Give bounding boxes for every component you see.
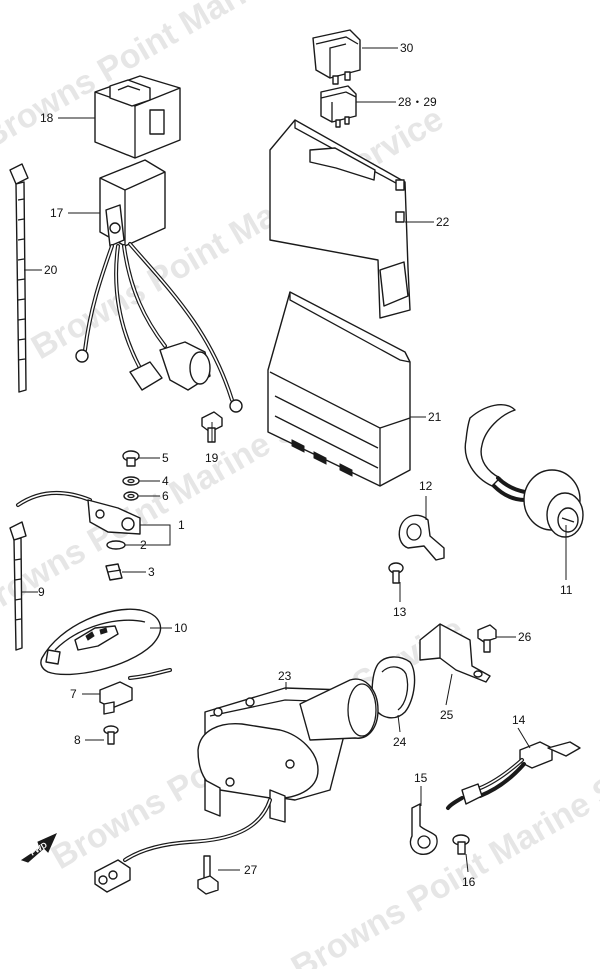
callout-11: 11 <box>560 583 573 597</box>
part-12-clamp <box>398 514 445 561</box>
callout-7: 7 <box>70 687 77 701</box>
callout-23: 23 <box>278 669 292 683</box>
callout-labels: 30 28・29 18 17 20 22 21 19 5 4 6 1 2 3 9… <box>38 41 573 889</box>
callout-17: 17 <box>50 206 64 220</box>
part-13-bolt <box>388 562 404 584</box>
callout-19: 19 <box>205 451 219 465</box>
callout-8: 8 <box>74 733 81 747</box>
part-11-switch <box>464 404 584 538</box>
callout-14: 14 <box>512 713 526 727</box>
callout-4: 4 <box>162 474 169 488</box>
callout-30: 30 <box>400 41 414 55</box>
part-15-clamp <box>409 803 438 855</box>
part-21-ecu-body <box>267 291 411 487</box>
part-17-cdi-unit <box>75 159 243 413</box>
part-23-motor <box>94 678 379 893</box>
leader-lines <box>22 47 567 873</box>
part-20-cable-tie <box>9 163 29 393</box>
part-10-switch-housing <box>40 608 172 680</box>
callout-22: 22 <box>436 215 450 229</box>
part-18-connector <box>94 75 181 159</box>
callout-20: 20 <box>44 263 58 277</box>
part-8-screw <box>103 725 119 745</box>
callout-9: 9 <box>38 585 45 599</box>
part-3-clip <box>105 563 123 581</box>
part-27-bolt <box>197 855 219 895</box>
watermark-text: Browns Point Marine Service <box>0 0 400 157</box>
part-5-screw <box>122 450 140 467</box>
part-6-washer <box>123 491 139 501</box>
callout-5: 5 <box>162 451 169 465</box>
callout-26: 26 <box>518 630 532 644</box>
part-4-washer <box>122 476 140 486</box>
part-14-trim-sender <box>446 741 581 810</box>
callout-3: 3 <box>148 565 155 579</box>
callout-27: 27 <box>244 863 258 877</box>
callout-25: 25 <box>440 708 454 722</box>
callout-10: 10 <box>174 621 188 635</box>
part-9-cable-tie <box>9 521 27 651</box>
part-30-relay <box>312 29 361 85</box>
part-25-bracket <box>419 623 491 683</box>
part-22-ecu-cover <box>269 119 411 319</box>
callout-1: 1 <box>178 518 185 532</box>
callout-24: 24 <box>393 735 407 749</box>
callout-2: 2 <box>140 538 147 552</box>
callout-13: 13 <box>393 605 407 619</box>
callout-12: 12 <box>419 479 433 493</box>
part-7-sensor <box>99 681 133 715</box>
part-28-29-relay <box>320 85 357 128</box>
part-16-screw <box>452 834 470 855</box>
callout-16: 16 <box>462 875 476 889</box>
callout-15: 15 <box>414 771 428 785</box>
part-26-bolt <box>477 624 497 653</box>
callout-21: 21 <box>428 410 442 424</box>
callout-6: 6 <box>162 489 169 503</box>
callout-28-29: 28・29 <box>398 95 437 109</box>
callout-18: 18 <box>40 111 54 125</box>
part-1-sensor <box>16 491 141 550</box>
